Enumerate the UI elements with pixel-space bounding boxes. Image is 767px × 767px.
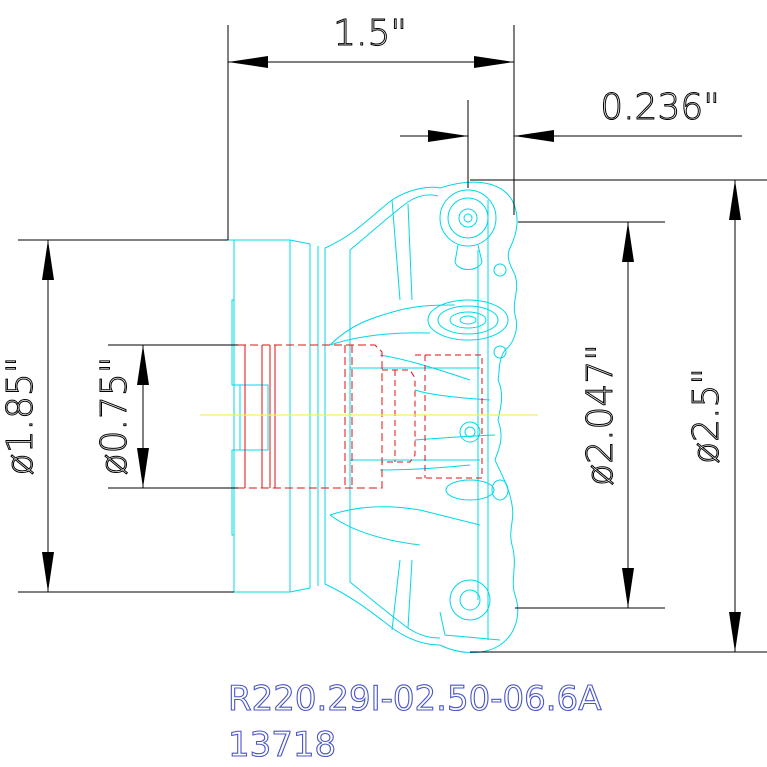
part-code: 13718: [228, 725, 336, 765]
dim-bore-diameter: ø0.75": [94, 357, 135, 476]
dim-shank-diameter: ø1.85": [0, 357, 41, 476]
cutter-body-outline: [228, 181, 519, 653]
dim-cutting-diameter: ø2.5": [686, 368, 727, 464]
hidden-bore-lines: [238, 344, 483, 489]
dim-overall-length: 1.5": [333, 13, 407, 54]
dim-insert-offset: 0.236": [600, 87, 720, 128]
part-number: R220.29I-02.50-06.6A: [228, 679, 601, 719]
dimension-lines: [18, 25, 767, 653]
dim-body-diameter: ø2.047": [580, 344, 621, 486]
